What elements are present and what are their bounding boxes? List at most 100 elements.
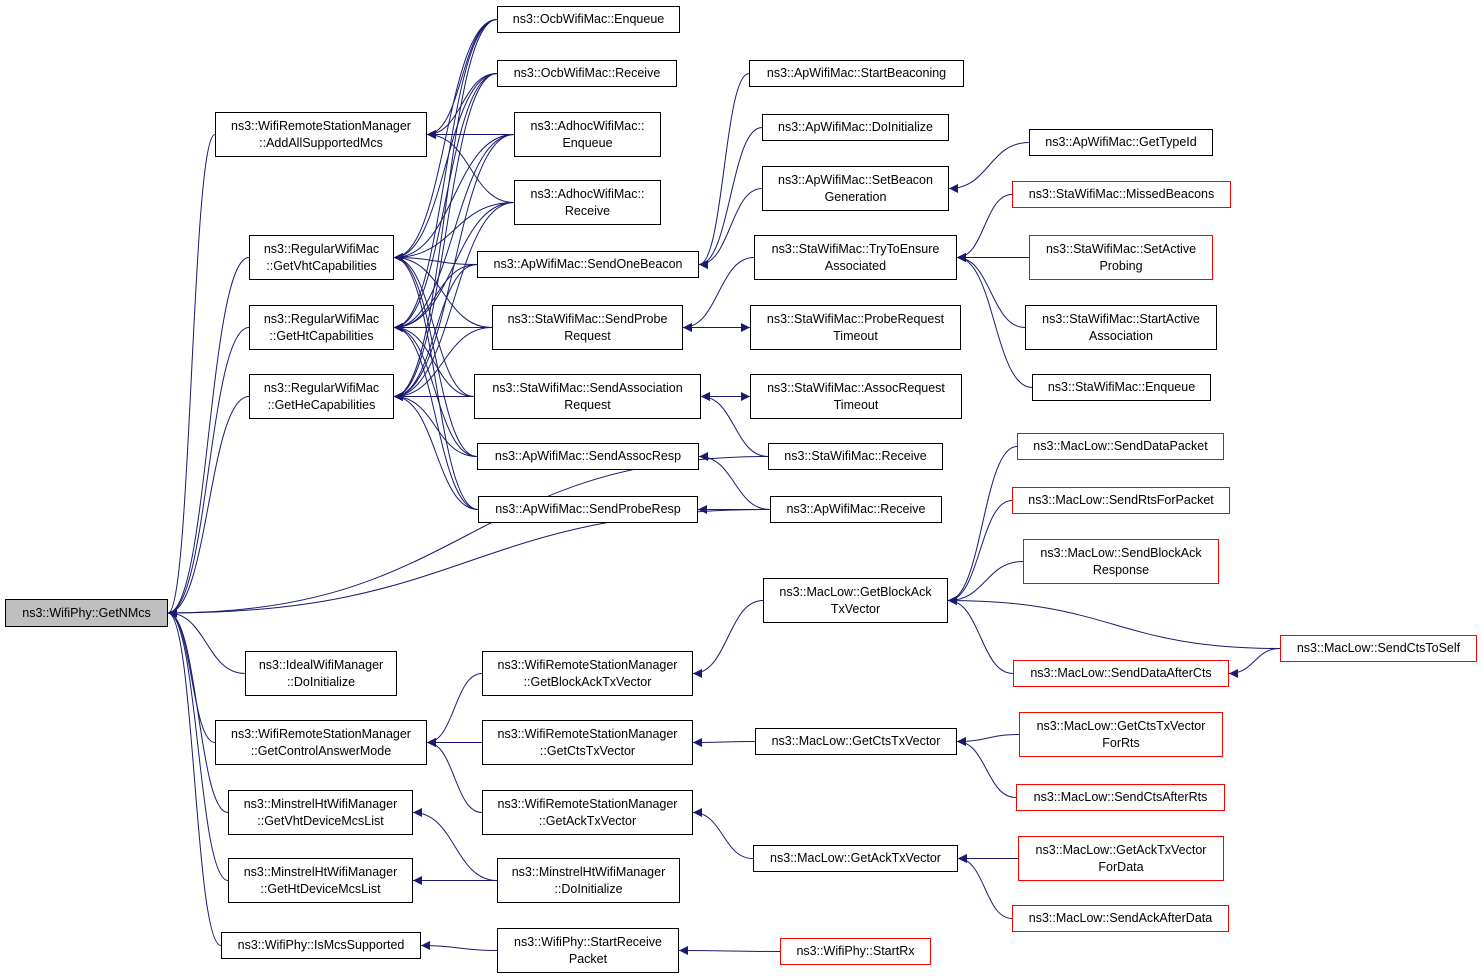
node-adhocwifimac-enqueue[interactable]: ns3::AdhocWifiMac:: Enqueue bbox=[514, 112, 661, 157]
edge-n_reg_ht-from-n_ap_assocresp bbox=[393, 323, 478, 457]
edge-n_reg_vht-from-n_ocb_rcv bbox=[393, 73, 498, 262]
edge-root-from-n_mhwm_vht bbox=[167, 608, 229, 813]
edge-n_mhwm_vht-from-n_mhwm_doinit bbox=[412, 808, 498, 881]
node-maclow-getblockacktxvector[interactable]: ns3::MacLow::GetBlockAck TxVector bbox=[763, 578, 948, 623]
node-wrsm-addallsupportedmcs[interactable]: ns3::WifiRemoteStationManager ::AddAllSu… bbox=[215, 112, 427, 157]
node-regularwifimac-gethecapabilities[interactable]: ns3::RegularWifiMac ::GetHeCapabilities bbox=[249, 374, 394, 419]
node-apwifimac-startbeaconing[interactable]: ns3::ApWifiMac::StartBeaconing bbox=[749, 60, 964, 87]
edge-n_reg_he-from-n_ap_assocresp bbox=[393, 392, 478, 457]
node-stawifimac-sendassociationrequest[interactable]: ns3::StaWifiMac::SendAssociation Request bbox=[474, 374, 701, 419]
edge-n_ap_sendbeacon-from-n_ap_setbeacon bbox=[698, 188, 763, 269]
edge-n_reg_vht-from-n_ap_assocresp bbox=[393, 253, 478, 457]
node-regularwifimac-gethtcapabilities[interactable]: ns3::RegularWifiMac ::GetHtCapabilities bbox=[249, 305, 394, 350]
edge-n_reg_vht-from-n_ocb_enq bbox=[393, 19, 498, 262]
edge-n_sta_probe-from-n_sta_try bbox=[682, 257, 755, 332]
node-minstrelht-getvhtdevicemcslist[interactable]: ns3::MinstrelHtWifiManager ::GetVhtDevic… bbox=[228, 790, 413, 835]
edge-root-from-n_reg_he bbox=[167, 396, 250, 618]
edge-n_reg_he-from-n_adhoc_enq bbox=[393, 134, 515, 401]
node-maclow-sendctsafterrts[interactable]: ns3::MacLow::SendCtsAfterRts bbox=[1016, 784, 1225, 811]
node-stawifimac-setactiveprobing[interactable]: ns3::StaWifiMac::SetActive Probing bbox=[1029, 235, 1213, 280]
node-minstrelht-doinitialize[interactable]: ns3::MinstrelHtWifiManager ::DoInitializ… bbox=[497, 858, 680, 903]
edge-root-from-n_reg_ht bbox=[167, 327, 250, 618]
node-apwifimac-setbeacongeneration[interactable]: ns3::ApWifiMac::SetBeacon Generation bbox=[762, 166, 949, 211]
node-maclow-senddatapacket[interactable]: ns3::MacLow::SendDataPacket bbox=[1017, 433, 1224, 460]
edge-n_sta_try-from-n_sta_enqueue bbox=[956, 253, 1033, 388]
node-maclow-sendrtsforpacket[interactable]: ns3::MacLow::SendRtsForPacket bbox=[1012, 487, 1230, 514]
edge-n_reg_ht-from-n_ocb_enq bbox=[393, 19, 498, 332]
node-maclow-getacktxvector[interactable]: ns3::MacLow::GetAckTxVector bbox=[753, 845, 958, 872]
edge-n_reg_vht-from-n_ap_proberesp bbox=[393, 253, 479, 510]
node-wrsm-getblockacktxvector[interactable]: ns3::WifiRemoteStationManager ::GetBlock… bbox=[482, 651, 693, 696]
node-stawifimac-sendproberequest[interactable]: ns3::StaWifiMac::SendProbe Request bbox=[492, 305, 683, 350]
edge-n_reg_he-from-n_ap_proberesp bbox=[393, 392, 479, 510]
edge-n_ml_getcts-from-n_ml_sendctsafterrts bbox=[956, 737, 1017, 798]
edge-root-from-n_phy_ismcs bbox=[167, 608, 222, 946]
node-adhocwifimac-receive[interactable]: ns3::AdhocWifiMac:: Receive bbox=[514, 180, 661, 225]
node-stawifimac-trytoensureassociated[interactable]: ns3::StaWifiMac::TryToEnsure Associated bbox=[754, 235, 957, 280]
edge-n_sta_try-from-n_sta_startactive bbox=[956, 253, 1026, 328]
edge-n_reg_he-from-n_ap_sendbeacon bbox=[393, 264, 478, 401]
node-apwifimac-sendproberesp[interactable]: ns3::ApWifiMac::SendProbeResp bbox=[478, 496, 698, 523]
node-wifiphy-ismcssupported[interactable]: ns3::WifiPhy::IsMcsSupported bbox=[221, 932, 421, 959]
node-stawifimac-missedbeacons[interactable]: ns3::StaWifiMac::MissedBeacons bbox=[1012, 181, 1231, 208]
node-maclow-getacktxvectorfordata[interactable]: ns3::MacLow::GetAckTxVector ForData bbox=[1018, 836, 1224, 881]
edge-n_phy_startrecv-from-n_phy_startrx bbox=[678, 946, 781, 956]
node-wrsm-getacktxvector[interactable]: ns3::WifiRemoteStationManager ::GetAckTx… bbox=[482, 790, 693, 835]
node-maclow-sendctstoself[interactable]: ns3::MacLow::SendCtsToSelf bbox=[1280, 635, 1477, 662]
edge-root-from-n_sta_receive bbox=[167, 456, 769, 618]
node-ocbwifimac-receive[interactable]: ns3::OcbWifiMac::Receive bbox=[497, 60, 677, 87]
node-idealwifimanager-doinitialize[interactable]: ns3::IdealWifiManager ::DoInitialize bbox=[245, 651, 397, 696]
edge-n_ml_getcts-from-n_ml_getctsforrts bbox=[956, 734, 1020, 746]
edge-n_reg_ht-from-n_adhoc_enq bbox=[393, 134, 515, 332]
node-maclow-sendackafterdata[interactable]: ns3::MacLow::SendAckAfterData bbox=[1012, 905, 1229, 932]
edge-n_ml_senddataafter-from-n_ml_sendctstoself bbox=[1228, 648, 1281, 678]
edge-n_reg_ht-from-n_sta_assoc bbox=[393, 323, 475, 397]
edge-n_wrsm_getblockack-from-n_ml_getblockack bbox=[692, 600, 764, 678]
node-stawifimac-enqueue[interactable]: ns3::StaWifiMac::Enqueue bbox=[1032, 374, 1211, 401]
node-maclow-getctstxvector[interactable]: ns3::MacLow::GetCtsTxVector bbox=[755, 728, 957, 755]
node-regularwifimac-getvhtcapabilities[interactable]: ns3::RegularWifiMac ::GetVhtCapabilities bbox=[249, 235, 394, 280]
edge-n_wrsm_addall-from-n_adhoc_rcv bbox=[426, 130, 515, 203]
edge-root-from-n_ap_receive bbox=[167, 509, 771, 618]
edge-n_reg_ht-from-n_ap_proberesp bbox=[393, 323, 479, 510]
edge-n_ap_assocresp-from-n_ap_receive bbox=[698, 452, 771, 510]
edge-n_ml_getblockack-from-n_ml_senddataafter bbox=[947, 596, 1014, 674]
node-maclow-senddataaftercts[interactable]: ns3::MacLow::SendDataAfterCts bbox=[1013, 660, 1229, 687]
node-apwifimac-doinitialize[interactable]: ns3::ApWifiMac::DoInitialize bbox=[762, 114, 949, 141]
edge-n_ml_getblockack-from-n_ml_sendctstoself bbox=[947, 596, 1281, 649]
node-minstrelht-gethtdevicemcslist[interactable]: ns3::MinstrelHtWifiManager ::GetHtDevice… bbox=[228, 858, 413, 903]
edge-root-from-n_wrsm_ctrlanswer bbox=[167, 608, 216, 743]
edge-n_reg_ht-from-n_ocb_rcv bbox=[393, 73, 498, 332]
node-stawifimac-proberequesttimeout[interactable]: ns3::StaWifiMac::ProbeRequest Timeout bbox=[750, 305, 961, 350]
node-maclow-sendblockackresponse[interactable]: ns3::MacLow::SendBlockAck Response bbox=[1023, 539, 1219, 584]
node-stawifimac-assocrequesttimeout[interactable]: ns3::StaWifiMac::AssocRequest Timeout bbox=[750, 374, 962, 419]
edge-n_ap_sendbeacon-from-n_ap_doinit bbox=[698, 127, 763, 269]
edge-root-from-n_wrsm_addall bbox=[167, 134, 216, 618]
edge-n_ml_getblockack-from-n_ml_sendblockack bbox=[947, 561, 1024, 605]
node-wifiphy-startrx[interactable]: ns3::WifiPhy::StartRx bbox=[780, 938, 931, 965]
edge-n_wrsm_ctrlanswer-from-n_wrsm_getblockack bbox=[426, 673, 483, 747]
node-stawifimac-receive[interactable]: ns3::StaWifiMac::Receive bbox=[768, 443, 943, 470]
node-apwifimac-gettypeid[interactable]: ns3::ApWifiMac::GetTypeId bbox=[1029, 129, 1213, 156]
edge-n_ap_setbeacon-from-n_ap_gettypeid bbox=[948, 142, 1030, 193]
node-wifiphy-startreceivepacket[interactable]: ns3::WifiPhy::StartReceive Packet bbox=[497, 928, 679, 973]
edge-n_reg_vht-from-n_sta_probe bbox=[393, 253, 493, 328]
node-maclow-getctstxvectorforrts[interactable]: ns3::MacLow::GetCtsTxVector ForRts bbox=[1019, 712, 1223, 757]
edge-n_sta_assoc-from-n_sta_receive bbox=[700, 392, 769, 457]
node-wrsm-getctstxvector[interactable]: ns3::WifiRemoteStationManager ::GetCtsTx… bbox=[482, 720, 693, 765]
edge-n_reg_he-from-n_sta_probe bbox=[393, 327, 493, 401]
node-stawifimac-startactiveassociation[interactable]: ns3::StaWifiMac::StartActive Association bbox=[1025, 305, 1217, 350]
edge-n_reg_he-from-n_ocb_enq bbox=[393, 19, 498, 401]
node-ocbwifimac-enqueue[interactable]: ns3::OcbWifiMac::Enqueue bbox=[497, 6, 680, 33]
node-apwifimac-receive[interactable]: ns3::ApWifiMac::Receive bbox=[770, 496, 942, 523]
edge-n_wrsm_getcts-from-n_ml_getcts bbox=[692, 737, 756, 747]
edge-n_ml_getblockack-from-n_ml_senddata bbox=[947, 446, 1018, 605]
edge-root-from-n_mhwm_ht bbox=[167, 608, 229, 881]
node-apwifimac-sendonebeacon[interactable]: ns3::ApWifiMac::SendOneBeacon bbox=[477, 251, 699, 278]
edge-n_wrsm_ctrlanswer-from-n_wrsm_getack bbox=[426, 738, 483, 813]
edge-n_wrsm_addall-from-n_ocb_rcv bbox=[426, 73, 498, 139]
edge-n_sta_try-from-n_sta_missed bbox=[956, 194, 1013, 262]
node-apwifimac-sendassocresp[interactable]: ns3::ApWifiMac::SendAssocResp bbox=[477, 443, 699, 470]
node-wrsm-getcontrolanswermode[interactable]: ns3::WifiRemoteStationManager ::GetContr… bbox=[215, 720, 427, 765]
